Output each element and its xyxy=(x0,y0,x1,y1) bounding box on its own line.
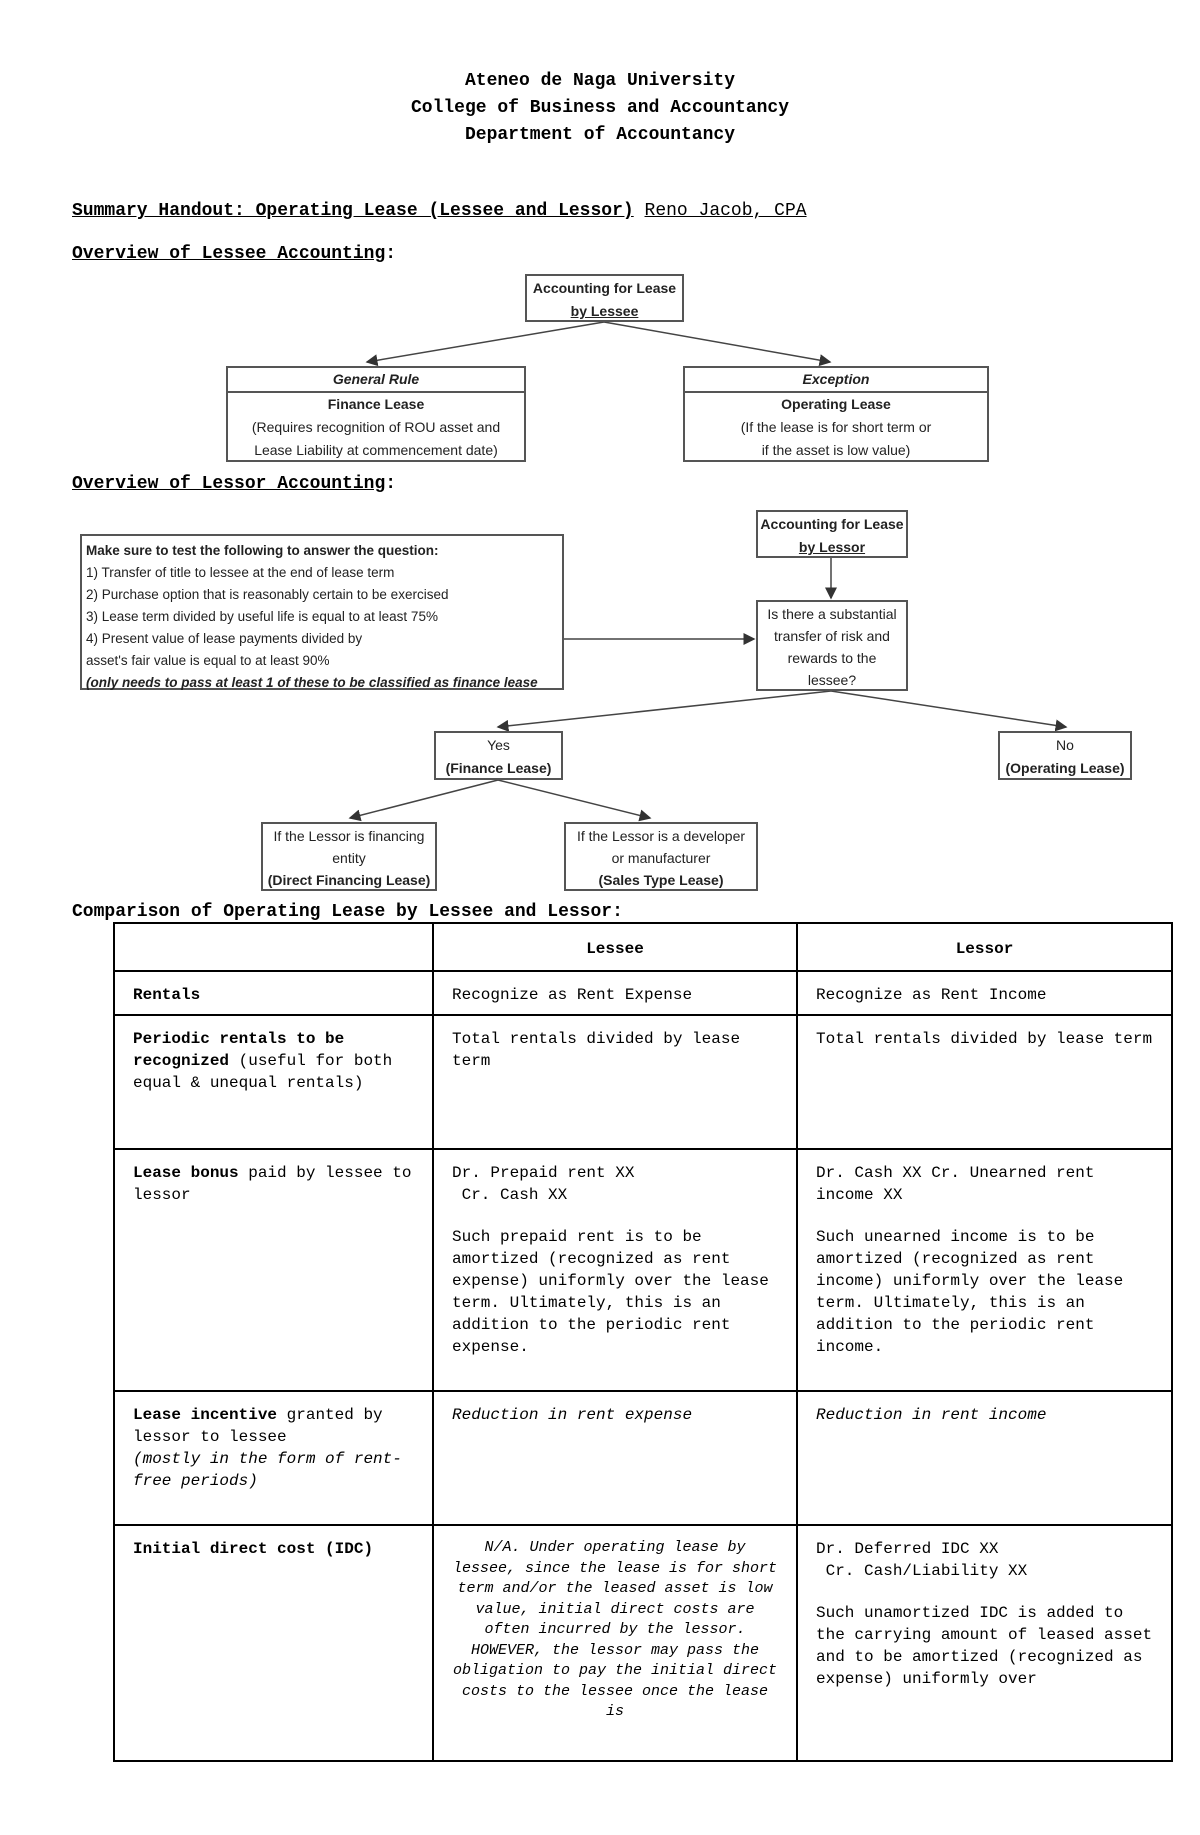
lessee-root-box: Accounting for Lease by Lessee xyxy=(525,274,684,322)
bonus-lessee: Dr. Prepaid rent XX Cr. Cash XX Such pre… xyxy=(432,1148,798,1392)
incentive-lessor: Reduction in rent income xyxy=(796,1390,1173,1526)
general-rule-box: General Rule Finance Lease (Requires rec… xyxy=(226,366,526,462)
rentals-lessee: Recognize as Rent Expense xyxy=(432,970,798,1016)
table-row-bonus: Lease bonus paid by lessee to lessor Dr.… xyxy=(113,1148,1173,1392)
exception-box: Exception Operating Lease (If the lease … xyxy=(683,366,989,462)
department-name: Department of Accountancy xyxy=(464,125,736,145)
lessor-tests-box: Make sure to test the following to answe… xyxy=(80,534,564,690)
direct-financing-box: If the Lessor is financing entity (Direc… xyxy=(261,822,437,891)
table-row-rentals: Rentals Recognize as Rent Expense Recogn… xyxy=(113,970,1173,1016)
header-lessee: Lessee xyxy=(432,922,798,972)
header-lessor: Lessor xyxy=(796,922,1173,972)
bonus-lessor: Dr. Cash XX Cr. Unearned rent income XX … xyxy=(796,1148,1173,1392)
lessee-overview-heading: Overview of Lessee Accounting: xyxy=(72,244,397,264)
periodic-label: Periodic rentals to be recognized (usefu… xyxy=(113,1014,434,1150)
periodic-lessee: Total rentals divided by lease term xyxy=(432,1014,798,1150)
handout-title: Summary Handout: Operating Lease (Lessee… xyxy=(72,201,634,221)
exception-heading: Exception xyxy=(685,368,987,393)
table-row-idc: Initial direct cost (IDC) N/A. Under ope… xyxy=(113,1524,1173,1762)
incentive-lessee: Reduction in rent expense xyxy=(432,1390,798,1526)
table-row-incentive: Lease incentive granted by lessor to les… xyxy=(113,1390,1173,1526)
handout-title-line: Summary Handout: Operating Lease (Lessee… xyxy=(72,201,807,221)
comparison-table: Lessee Lessor Rentals Recognize as Rent … xyxy=(113,922,1173,1762)
idc-label: Initial direct cost (IDC) xyxy=(113,1524,434,1762)
table-row-periodic: Periodic rentals to be recognized (usefu… xyxy=(113,1014,1173,1150)
operating-lease-label: Operating Lease xyxy=(781,396,891,412)
incentive-label: Lease incentive granted by lessor to les… xyxy=(113,1390,434,1526)
rentals-lessor: Recognize as Rent Income xyxy=(796,970,1173,1016)
handout-author: Reno Jacob, CPA xyxy=(644,201,807,221)
lessor-root-box: Accounting for Lease by Lessor xyxy=(756,510,908,558)
no-operating-lease-box: No (Operating Lease) xyxy=(998,731,1132,780)
bonus-label: Lease bonus paid by lessee to lessor xyxy=(113,1148,434,1392)
university-name: Ateneo de Naga University xyxy=(464,71,736,91)
idc-lessor: Dr. Deferred IDC XX Cr. Cash/Liability X… xyxy=(796,1524,1173,1762)
lessor-overview-heading: Overview of Lessor Accounting: xyxy=(72,474,397,494)
periodic-lessor: Total rentals divided by lease term xyxy=(796,1014,1173,1150)
yes-finance-lease-box: Yes (Finance Lease) xyxy=(434,731,563,780)
rentals-label: Rentals xyxy=(113,970,434,1016)
diagram-connectors xyxy=(348,321,1068,822)
sales-type-box: If the Lessor is a developer or manufact… xyxy=(564,822,758,891)
general-rule-heading: General Rule xyxy=(228,368,524,393)
table-header-row: Lessee Lessor xyxy=(113,922,1173,972)
risk-question-box: Is there a substantial transfer of risk … xyxy=(756,600,908,691)
finance-lease-label: Finance Lease xyxy=(327,396,425,412)
idc-lessee: N/A. Under operating lease by lessee, si… xyxy=(432,1524,798,1762)
college-name: College of Business and Accountancy xyxy=(410,98,790,118)
comparison-heading: Comparison of Operating Lease by Lessee … xyxy=(72,902,623,922)
header-empty xyxy=(113,922,434,972)
